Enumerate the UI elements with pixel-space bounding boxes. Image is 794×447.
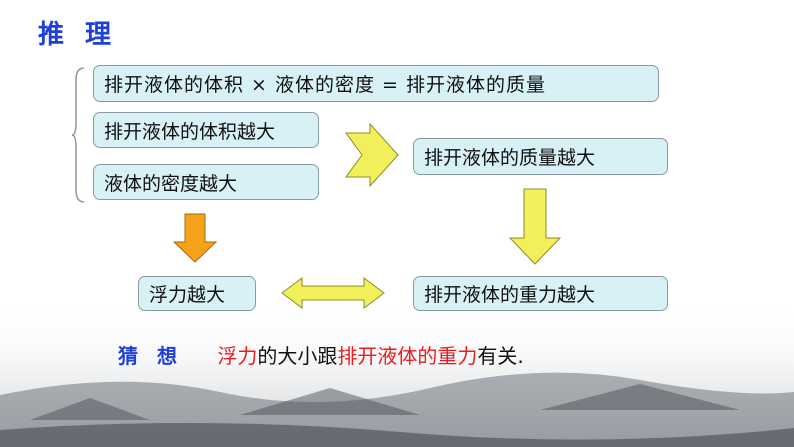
density-box: 液体的密度越大 [93,164,319,200]
formula-box: 排开液体的体积 × 液体的密度 = 排开液体的质量 [93,65,659,102]
buoyancy-box: 浮力越大 [138,276,256,311]
density-text: 液体的密度越大 [104,172,238,195]
conjecture-label: 猜 想 [118,344,183,368]
left-brace [72,67,85,203]
volume-box: 排开液体的体积越大 [93,112,319,148]
merge-arrow-right [345,122,399,188]
section-title: 推 理 [38,20,118,50]
gravity-box: 排开液体的重力越大 [413,276,668,311]
conjecture-part-end: 有关. [477,344,524,368]
conjecture-part-connector: 的大小跟 [257,344,338,368]
mass-text: 排开液体的质量越大 [424,147,596,169]
down-arrow-orange [172,213,218,263]
gravity-text: 排开液体的重力越大 [424,284,596,306]
volume-text: 排开液体的体积越大 [104,120,276,143]
buoyancy-text: 浮力越大 [149,284,226,306]
down-arrow-yellow [508,188,562,265]
mass-box: 排开液体的质量越大 [413,138,668,175]
conjecture-line: 猜 想 浮力的大小跟排开液体的重力有关. [118,340,524,369]
double-arrow [281,277,385,309]
formula-text: 排开液体的体积 × 液体的密度 = 排开液体的质量 [104,74,546,96]
conjecture-part-gravity: 排开液体的重力 [337,344,478,368]
conjecture-part-buoyancy: 浮力 [217,344,258,368]
